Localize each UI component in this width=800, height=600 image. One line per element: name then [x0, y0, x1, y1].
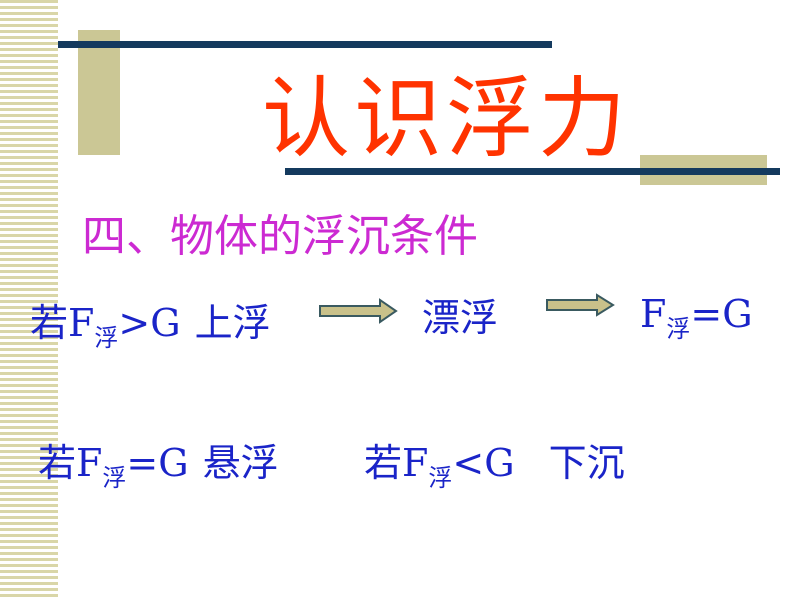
- condition-prefix: 若F: [364, 441, 429, 485]
- state-float: 漂浮: [422, 296, 499, 340]
- condition-relation: <G: [452, 441, 515, 485]
- condition-prefix: 若F: [30, 301, 95, 345]
- condition-subscript: 浮: [666, 315, 691, 343]
- condition-state: 悬浮: [202, 441, 279, 485]
- bottom-rule-bar: [285, 168, 780, 175]
- top-rule-bar: [58, 41, 552, 48]
- condition-relation: >G: [118, 301, 181, 345]
- condition-prefix: 若F: [38, 441, 103, 485]
- striped-sidebar-decoration: [0, 0, 58, 600]
- condition-prefix: F: [640, 292, 667, 336]
- condition-relation: =G: [126, 441, 189, 485]
- condition-subscript: 浮: [94, 324, 119, 352]
- slide-subtitle: 四、物体的浮沉条件: [82, 211, 478, 262]
- condition-float-equal: F浮=G: [640, 292, 753, 344]
- condition-subscript: 浮: [428, 464, 453, 492]
- condition-subscript: 浮: [102, 464, 127, 492]
- condition-sink: 若F浮<G 下沉: [364, 432, 625, 493]
- condition-suspend: 若F浮=G 悬浮: [38, 432, 279, 493]
- slide-title: 认识浮力: [262, 67, 631, 170]
- condition-state: 上浮: [194, 301, 271, 345]
- accent-block-left: [78, 30, 120, 155]
- right-arrow-icon: [546, 293, 615, 317]
- right-arrow-icon: [319, 298, 398, 324]
- condition-rise: 若F浮>G 上浮: [30, 292, 271, 353]
- condition-relation: =G: [690, 292, 753, 336]
- condition-state: 下沉: [548, 441, 625, 485]
